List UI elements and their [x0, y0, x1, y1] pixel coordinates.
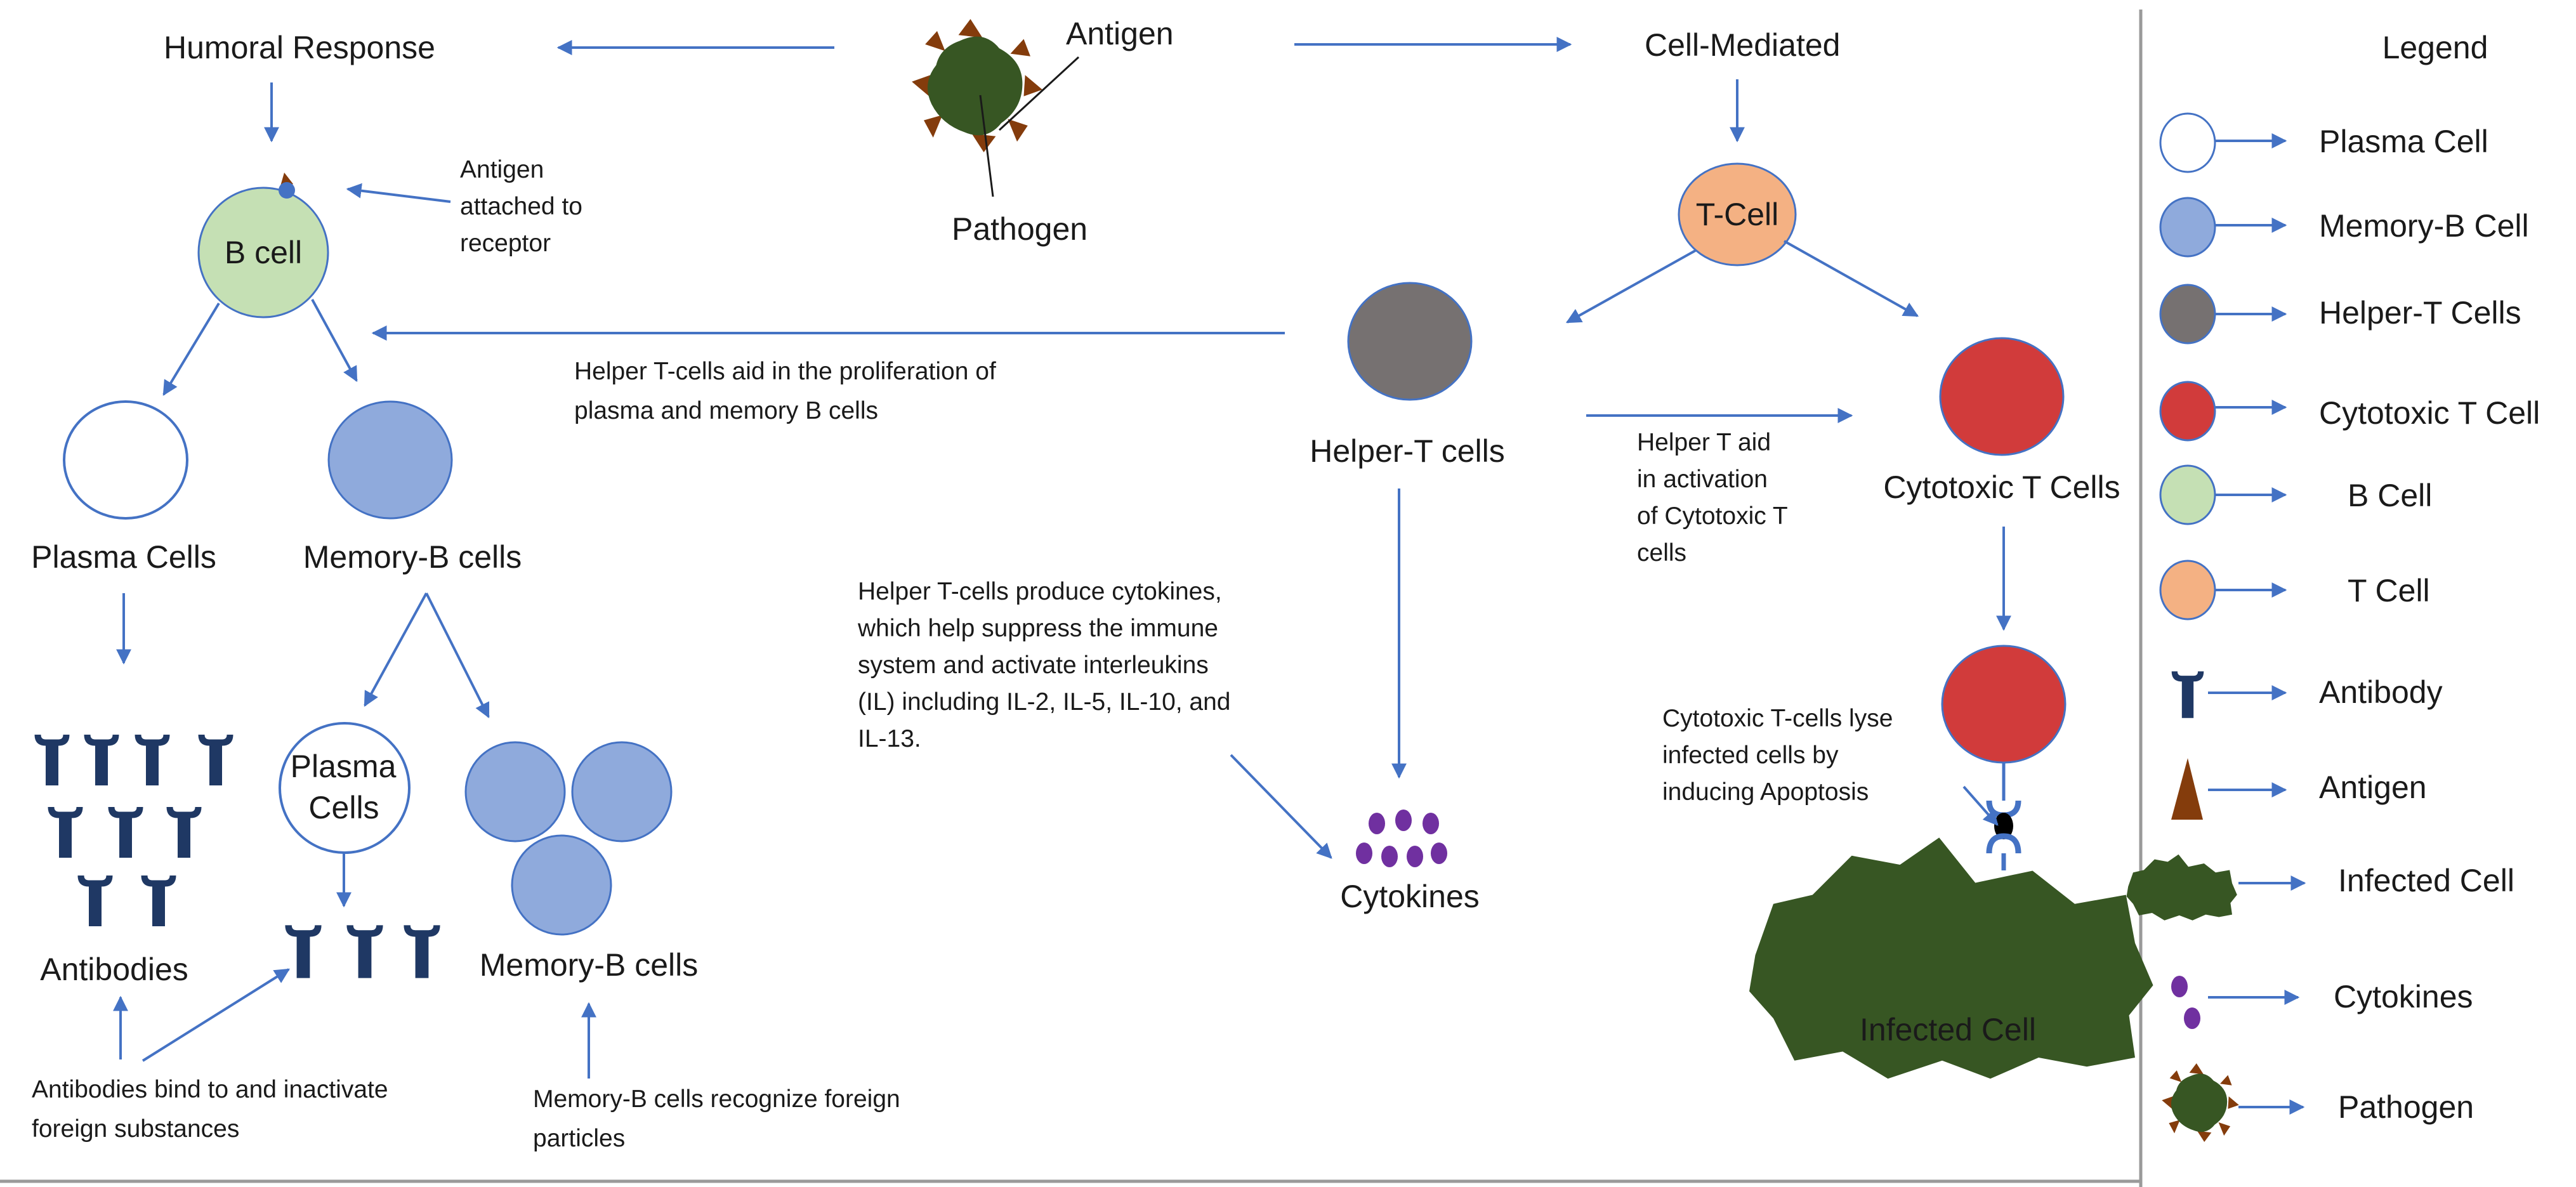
- plasma-cells-small-label: Plasma Cells: [291, 749, 405, 825]
- arrow-note-to-cytokines: [1230, 754, 1332, 859]
- arrow-tcell-to-cytotoxic: [1784, 240, 1919, 317]
- plasma-cell-icon: [2159, 112, 2216, 173]
- memory-b-cells-bottom-label: Memory-B cells: [480, 947, 698, 983]
- infected-cell-icon: [2126, 854, 2237, 921]
- lyse-note: Cytotoxic T-cells lyse infected cells by…: [1662, 705, 1900, 806]
- arrow-note-to-antibody-row: [141, 968, 291, 1062]
- plasma-cell: [63, 400, 188, 520]
- antibodies-note: Antibodies bind to and inactivate foreig…: [32, 1076, 395, 1143]
- legend-item-cytotoxic-t-cell: Cytotoxic T Cell: [2159, 381, 2540, 442]
- t-cell-label: T-Cell: [1696, 197, 1779, 232]
- b-cell-icon: [2159, 464, 2216, 525]
- pathogen-illustration: [910, 19, 1042, 153]
- memory-b-cells-label: Memory-B cells: [303, 539, 522, 575]
- cytotoxic-t-cell-icon: [2159, 381, 2216, 442]
- legend-label: Antibody: [2319, 674, 2443, 710]
- memory-b-cell: [327, 400, 453, 520]
- antibodies-label: Antibodies: [40, 952, 188, 987]
- pathogen-pointer-line: [979, 95, 994, 197]
- antigen-label: Antigen: [1066, 16, 1174, 51]
- legend-label: Infected Cell: [2338, 863, 2514, 898]
- t-cell-icon: [2159, 560, 2216, 620]
- arrow-bcell-to-plasma: [162, 302, 220, 397]
- helper-t-cells-label: Helper-T cells: [1310, 433, 1505, 469]
- legend-item-pathogen: Pathogen: [2161, 1063, 2474, 1142]
- arrow-antigen-note: [346, 183, 451, 203]
- legend-item-plasma-cell: Plasma Cell: [2159, 112, 2488, 173]
- cytokines-cluster: [1356, 810, 1447, 867]
- legend: Legend Plasma Cell Memory-B Cell Helper-…: [2126, 30, 2540, 1142]
- memory-b-cells-trio: [464, 741, 673, 936]
- arrow-lyse-note: [1962, 785, 1999, 826]
- legend-item-infected-cell: Infected Cell: [2126, 854, 2514, 921]
- legend-item-cytokines: Cytokines: [2171, 976, 2473, 1029]
- antigen-icon: [2171, 758, 2203, 820]
- b-cell: [197, 173, 329, 318]
- cytokines-label: Cytokines: [1340, 879, 1480, 914]
- arrow-memory-split-left: [364, 593, 428, 707]
- cytokines-icon: [2171, 976, 2200, 1029]
- cytotoxic-t-cells-label: Cytotoxic T Cells: [1883, 469, 2120, 505]
- antibody-icon: [2171, 671, 2204, 718]
- legend-label: T Cell: [2348, 573, 2430, 608]
- helper-activation-note: Helper T aid in activation of Cytotoxic …: [1637, 429, 1794, 567]
- plasma-cells-label: Plasma Cells: [31, 539, 216, 575]
- arrow-tcell-to-helper: [1565, 249, 1696, 324]
- b-cell-label: B cell: [225, 235, 302, 270]
- legend-label: Pathogen: [2338, 1089, 2474, 1125]
- helper-t-cell-icon: [2159, 284, 2216, 344]
- pathogen-label: Pathogen: [952, 211, 1088, 247]
- pathogen-icon: [2161, 1063, 2239, 1142]
- memory-note: Memory-B cells recognize foreign particl…: [533, 1085, 907, 1152]
- legend-label: B Cell: [2348, 478, 2432, 513]
- legend-label: Cytokines: [2334, 979, 2473, 1014]
- cytotoxic-t-cell: [1939, 337, 2065, 456]
- arrow-memory-split-right: [425, 593, 490, 719]
- helper-proliferation-note: Helper T-cells aid in the proliferation …: [574, 358, 1003, 424]
- plasma-cell-small: [279, 722, 411, 854]
- cytokines-note: Helper T-cells produce cytokines, which …: [857, 578, 1237, 752]
- antibodies-cluster: [34, 735, 233, 926]
- legend-item-b-cell: B Cell: [2159, 464, 2432, 525]
- humoral-response-label: Humoral Response: [164, 30, 435, 65]
- legend-item-memory-b-cell: Memory-B Cell: [2159, 197, 2529, 258]
- t-cell: [1678, 162, 1797, 266]
- legend-label: Memory-B Cell: [2319, 208, 2529, 244]
- legend-title: Legend: [2382, 30, 2488, 65]
- legend-item-helper-t-cell: Helper-T Cells: [2159, 284, 2521, 344]
- memory-b-cell-icon: [2159, 197, 2216, 258]
- antigen-attached-note: Antigen attached to receptor: [460, 156, 589, 257]
- antigen-pointer-line: [998, 56, 1080, 131]
- legend-label: Cytotoxic T Cell: [2319, 395, 2540, 431]
- legend-label: Plasma Cell: [2319, 124, 2488, 159]
- legend-item-antibody: Antibody: [2171, 671, 2443, 718]
- cytotoxic-attack-cell: [1941, 645, 2067, 870]
- arrow-bcell-to-memory: [311, 299, 358, 383]
- infected-cell-label: Infected Cell: [1860, 1012, 2036, 1047]
- legend-label: Antigen: [2319, 770, 2427, 805]
- antibody-row: [285, 925, 440, 978]
- legend-item-antigen: Antigen: [2171, 758, 2427, 820]
- legend-item-t-cell: T Cell: [2159, 560, 2430, 620]
- legend-label: Helper-T Cells: [2319, 295, 2521, 331]
- cell-mediated-label: Cell-Mediated: [1645, 27, 1840, 63]
- helper-t-cell: [1347, 282, 1473, 401]
